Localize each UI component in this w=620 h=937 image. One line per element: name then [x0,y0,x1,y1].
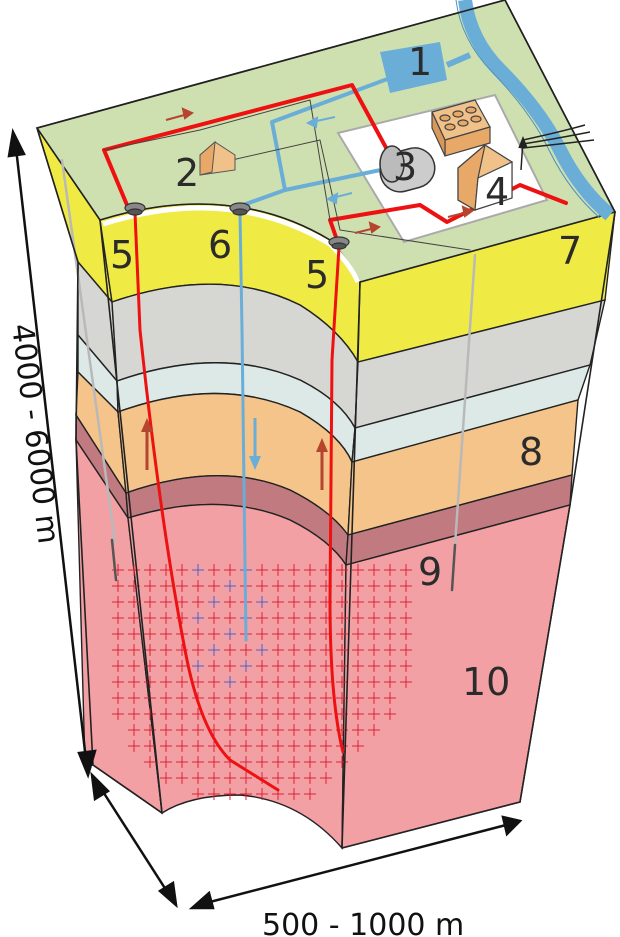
depth-dimension-label: 4000 - 6000 m [4,322,66,546]
power-house [457,143,513,211]
wells [60,158,477,792]
label-2: 2 [175,151,199,195]
cable-lines-2 [209,139,471,251]
production-well-left [133,211,280,792]
well-heads [124,202,350,250]
label-9: 9 [418,550,442,594]
well-flow-arrows [141,418,328,490]
house [199,140,236,176]
power-line [518,124,595,171]
right-layer-pink [341,504,571,849]
label-8: 8 [519,430,543,474]
label-1: 1 [408,40,432,84]
monitoring-well-right-bottom [450,543,457,592]
hot-pipe-2 [328,183,568,242]
width-dimension-label: 500 - 1000 m [262,908,464,937]
label-6: 6 [208,223,232,267]
cold-pipe-feed [283,166,392,192]
label-5-right: 5 [305,253,329,297]
river [458,0,615,221]
monitoring-well-right [453,253,477,547]
production-well-right [328,245,345,754]
monitoring-well-left [60,158,117,544]
injection-well [238,211,248,642]
cable-lines [103,99,331,221]
cold-pipe [241,73,400,207]
monitoring-well-left-bottom [110,538,118,582]
surface-pipes [102,73,568,251]
label-10: 10 [462,660,510,704]
number-labels: 1 2 3 4 5 6 5 7 8 9 10 [110,40,582,704]
right-face [341,211,616,849]
hot-pipe [102,83,392,207]
cooling-unit [431,99,491,157]
block-outline [36,0,616,849]
surface-cold-arrows [305,116,353,205]
cooling-pond [380,42,472,93]
label-3: 3 [393,145,417,189]
label-7: 7 [558,229,582,273]
plant-pad [336,93,549,244]
label-4: 4 [485,170,509,214]
surface-flow-arrows [165,107,475,234]
dimension-arrows [7,128,523,910]
river-bank [455,0,601,219]
label-5-left: 5 [110,233,134,277]
heat-exchanger [379,145,436,193]
surface-rim [102,205,361,284]
